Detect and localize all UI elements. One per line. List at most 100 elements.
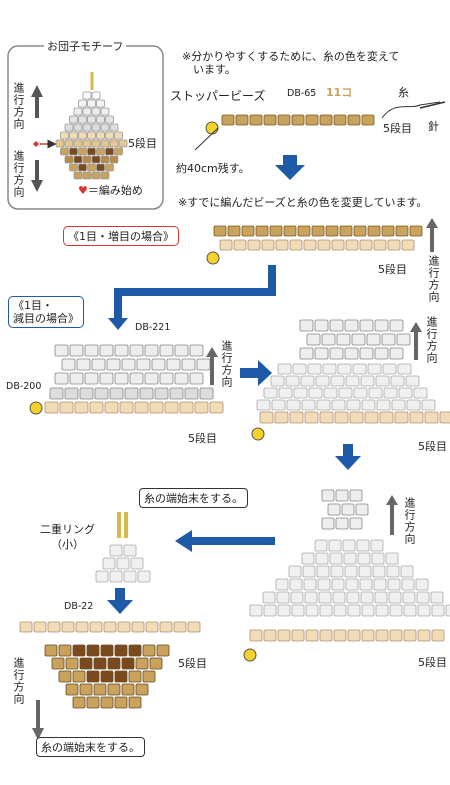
bead: [128, 696, 142, 709]
bead: [338, 387, 353, 399]
bead: [396, 333, 411, 346]
bead: [89, 621, 103, 633]
bead: [241, 225, 255, 237]
bead: [102, 557, 116, 570]
bead: [345, 375, 360, 387]
bead: [82, 107, 92, 116]
bead: [303, 239, 317, 251]
bead: [347, 629, 361, 642]
bead: [95, 570, 109, 583]
bead: [304, 411, 319, 424]
bead: [345, 578, 359, 591]
bead: [82, 139, 92, 148]
bead: [73, 123, 83, 132]
bead: [263, 604, 277, 617]
bead: [291, 604, 305, 617]
bead: [199, 387, 214, 400]
bead: [341, 503, 355, 516]
bead: [69, 372, 84, 385]
bead: [308, 387, 323, 399]
bead: [114, 131, 123, 140]
bead: [137, 570, 151, 583]
bead: [297, 225, 311, 237]
bead: [360, 375, 375, 387]
bead: [96, 163, 105, 172]
finish-thread-bubble-2: 糸の端始末をする。: [36, 737, 145, 757]
bead-row-final: [19, 621, 201, 709]
bead: [389, 347, 404, 360]
motif-legend: ♥＝編み始め: [78, 184, 143, 197]
bead: [76, 358, 91, 371]
bead: [82, 171, 92, 180]
bead: [339, 225, 353, 237]
bead: [55, 139, 65, 148]
bead: [134, 401, 149, 414]
bead: [79, 657, 93, 670]
bead: [91, 358, 106, 371]
bead: [86, 644, 100, 657]
bead: [274, 411, 289, 424]
bead: [65, 657, 79, 670]
bead: [367, 225, 381, 237]
bead: [131, 621, 145, 633]
bead: [60, 131, 69, 140]
bead: [291, 114, 305, 126]
bead: [359, 239, 373, 251]
bead: [179, 401, 194, 414]
bead: [73, 171, 83, 180]
bead: [336, 333, 351, 346]
bead: [61, 621, 75, 633]
bead: [385, 552, 399, 565]
bead-ring-detail: [95, 512, 151, 583]
bead: [319, 114, 333, 126]
bead: [149, 401, 164, 414]
bead: [402, 591, 416, 604]
bead: [405, 375, 420, 387]
bead: [213, 225, 227, 237]
bead: [356, 539, 370, 552]
bead: [305, 629, 319, 642]
bead: [305, 114, 319, 126]
blue-down-arrow-icon: [275, 155, 305, 180]
bead: [364, 411, 379, 424]
bead: [278, 387, 293, 399]
bead: [256, 399, 271, 411]
bead: [388, 591, 402, 604]
bead: [149, 657, 163, 670]
bead: [49, 387, 64, 400]
bead: [417, 604, 431, 617]
bead: [82, 155, 92, 164]
bead: [187, 621, 201, 633]
bead: [398, 387, 413, 399]
stopper-bead-label: ストッパービーズ: [170, 89, 266, 103]
bead: [121, 657, 135, 670]
direction-label-1: 進行方向: [427, 255, 440, 303]
bead: [331, 578, 345, 591]
bead: [421, 399, 436, 411]
bead: [123, 570, 137, 583]
bead: [335, 517, 349, 530]
bead: [347, 114, 361, 126]
bead: [290, 591, 304, 604]
direction-label-5: 進行方向: [12, 657, 25, 705]
bead: [72, 670, 86, 683]
bead: [291, 629, 305, 642]
leave-40cm-label: 約40cm残す。: [176, 162, 250, 175]
bead: [116, 557, 130, 570]
bead: [107, 657, 121, 670]
bead: [307, 363, 322, 375]
bead: [189, 344, 204, 357]
bead: [409, 411, 424, 424]
bead: [318, 591, 332, 604]
bead: [322, 363, 337, 375]
bead: [376, 399, 391, 411]
bead: [277, 604, 291, 617]
bead: [19, 621, 33, 633]
bead: [333, 604, 347, 617]
bead: [91, 107, 101, 116]
bead: [319, 411, 334, 424]
bead: [247, 239, 261, 251]
bead: [370, 539, 384, 552]
bead: [317, 239, 331, 251]
blue-left-arrow-icon: [175, 530, 275, 552]
